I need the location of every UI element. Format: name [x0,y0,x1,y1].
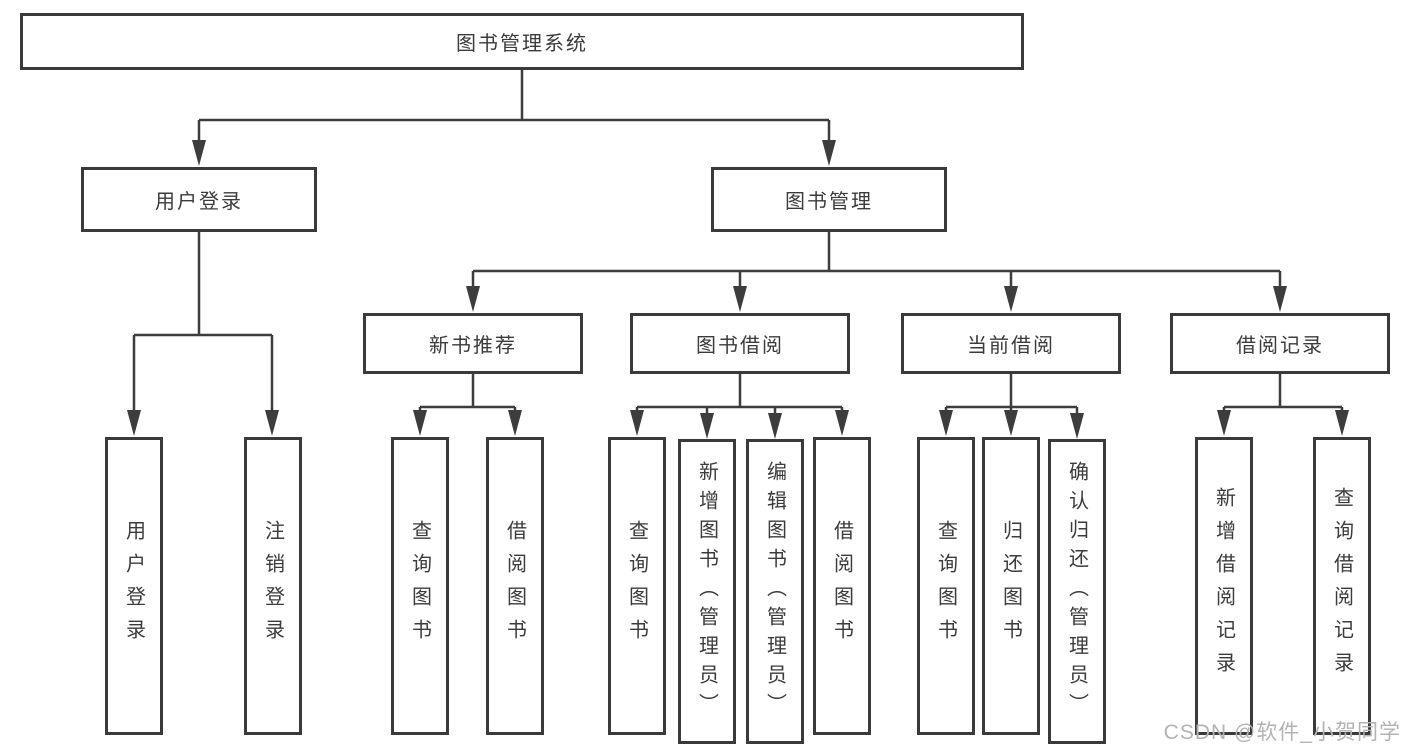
node-book-borrowing: 图书借阅 [630,313,850,374]
node-new-book-recommend-label: 新书推荐 [429,335,517,357]
node-book-borrowing-label: 图书借阅 [696,335,784,357]
node-current-borrowing-label: 当前借阅 [967,335,1055,357]
leaf-borrowing-add-books-admin: 新增图书（管理员） [678,439,736,744]
node-new-book-recommend: 新书推荐 [363,313,583,374]
node-current-borrowing: 当前借阅 [901,313,1121,374]
leaf-borrowing-borrow-books-label: 借阅图书 [830,520,853,652]
node-root: 图书管理系统 [20,13,1024,70]
leaf-user-login-label: 用户登录 [122,520,145,652]
node-user-login-label: 用户登录 [155,191,243,213]
leaf-newrec-query-books: 查询图书 [391,437,449,735]
leaf-newrec-borrow-books: 借阅图书 [486,437,544,735]
leaf-user-login: 用户登录 [105,437,163,735]
node-book-management-label: 图书管理 [785,191,873,213]
leaf-borrowing-add-books-admin-label: 新增图书（管理员） [695,461,718,722]
leaf-borrowing-edit-books-admin: 编辑图书（管理员） [746,439,804,744]
leaf-logout: 注销登录 [244,437,302,735]
csdn-watermark: CSDN @软件_小贺同学 [1163,721,1401,744]
leaf-current-confirm-return-admin: 确认归还（管理员） [1048,439,1106,744]
leaf-records-add-record: 新增借阅记录 [1195,437,1253,735]
leaf-newrec-borrow-books-label: 借阅图书 [503,520,526,652]
leaf-current-confirm-return-admin-label: 确认归还（管理员） [1065,461,1088,722]
node-borrowing-records: 借阅记录 [1170,313,1390,374]
leaf-records-add-record-label: 新增借阅记录 [1212,487,1235,685]
leaf-borrowing-query-books: 查询图书 [608,437,666,735]
leaf-borrowing-edit-books-admin-label: 编辑图书（管理员） [763,461,786,722]
leaf-borrowing-query-books-label: 查询图书 [625,520,648,652]
leaf-newrec-query-books-label: 查询图书 [408,520,431,652]
leaf-current-return-books: 归还图书 [982,437,1040,735]
node-book-management: 图书管理 [711,167,947,232]
leaf-borrowing-borrow-books: 借阅图书 [813,437,871,735]
node-borrowing-records-label: 借阅记录 [1236,335,1324,357]
leaf-logout-label: 注销登录 [261,520,284,652]
leaf-current-query-books-label: 查询图书 [934,520,957,652]
leaf-records-query-record: 查询借阅记录 [1313,437,1371,735]
leaf-current-return-books-label: 归还图书 [999,520,1022,652]
node-root-label: 图书管理系统 [456,33,588,55]
leaf-current-query-books: 查询图书 [917,437,975,735]
leaf-records-query-record-label: 查询借阅记录 [1330,487,1353,685]
arrowhead-group [127,140,1349,439]
node-user-login: 用户登录 [81,167,317,232]
